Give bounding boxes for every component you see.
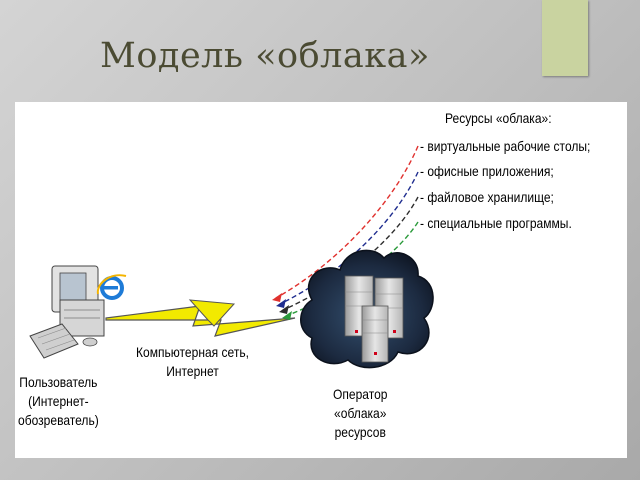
- internet-explorer-icon: [96, 274, 127, 300]
- resource-item-storage: - файловое хранилище;: [420, 189, 554, 205]
- arrow-office: [279, 171, 419, 305]
- arrowhead-office: [276, 299, 286, 308]
- operator-label-line: Оператор: [333, 386, 388, 402]
- lightning-bolt-icon: [105, 299, 296, 337]
- accent-tab: [542, 0, 588, 76]
- resources-title: Ресурсы «облака»:: [445, 110, 552, 126]
- operator-label: Оператор «облака» ресурсов: [333, 385, 387, 442]
- user-label-line: (Интернет-: [28, 393, 89, 409]
- user-label-line: Пользователь: [19, 374, 98, 390]
- arrow-desktops: [275, 145, 419, 299]
- operator-label-line: ресурсов: [334, 424, 386, 440]
- network-label: Компьютерная сеть, Интернет: [136, 343, 249, 381]
- arrowhead-programs: [282, 311, 292, 320]
- resource-item-desktops: - виртуальные рабочие столы;: [420, 138, 591, 154]
- network-label-line: Компьютерная сеть,: [136, 344, 249, 360]
- cloud-servers-icon: [300, 249, 434, 369]
- user-label: Пользователь (Интернет- обозреватель): [18, 373, 99, 430]
- resource-item-programs: - специальные программы.: [420, 215, 572, 231]
- desktop-computer-icon: [29, 265, 105, 359]
- operator-label-line: «облака»: [334, 405, 387, 421]
- slide-title: Модель «облака»: [100, 36, 430, 76]
- user-label-line: обозреватель): [18, 412, 99, 428]
- arrowhead-storage: [279, 305, 289, 314]
- server-icon: [361, 305, 389, 363]
- network-label-line: Интернет: [166, 363, 219, 379]
- resource-item-office: - офисные приложения;: [420, 163, 554, 179]
- arrowhead-desktops: [272, 293, 282, 302]
